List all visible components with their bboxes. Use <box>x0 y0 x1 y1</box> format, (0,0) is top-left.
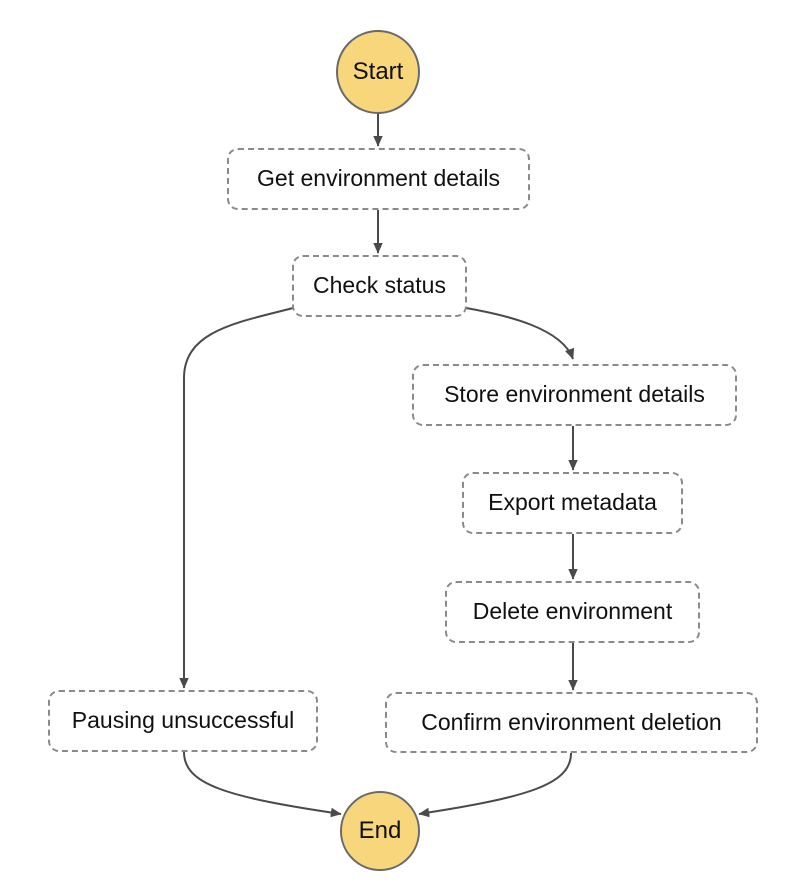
node-start[interactable]: Start <box>336 30 420 114</box>
node-export-metadata[interactable]: Export metadata <box>462 472 683 534</box>
node-pausing-unsuccessful[interactable]: Pausing unsuccessful <box>48 690 318 752</box>
node-get-environment-details[interactable]: Get environment details <box>227 148 530 210</box>
node-check-status-label: Check status <box>313 272 446 299</box>
node-get-environment-details-label: Get environment details <box>257 165 500 192</box>
node-end-label: End <box>358 816 402 844</box>
node-delete-environment-label: Delete environment <box>472 598 673 625</box>
edge-pausing-unsuccessful-to-end <box>183 751 342 818</box>
node-end[interactable]: End <box>340 791 420 871</box>
edge-check-status-to-pausing-unsuccessful <box>179 307 294 689</box>
node-start-label: Start <box>352 57 404 85</box>
edge-check-status-to-store-environment-details <box>465 307 575 360</box>
node-pausing-unsuccessful-label: Pausing unsuccessful <box>71 707 295 734</box>
node-store-environment-details[interactable]: Store environment details <box>412 364 737 426</box>
node-confirm-environment-deletion-label: Confirm environment deletion <box>421 708 722 735</box>
node-store-environment-details-label: Store environment details <box>444 381 705 408</box>
node-export-metadata-label: Export metadata <box>488 489 657 516</box>
node-check-status[interactable]: Check status <box>292 255 467 317</box>
node-confirm-environment-deletion[interactable]: Confirm environment deletion <box>385 692 758 753</box>
node-delete-environment[interactable]: Delete environment <box>445 581 700 643</box>
edge-confirm-environment-deletion-to-end <box>418 752 572 818</box>
